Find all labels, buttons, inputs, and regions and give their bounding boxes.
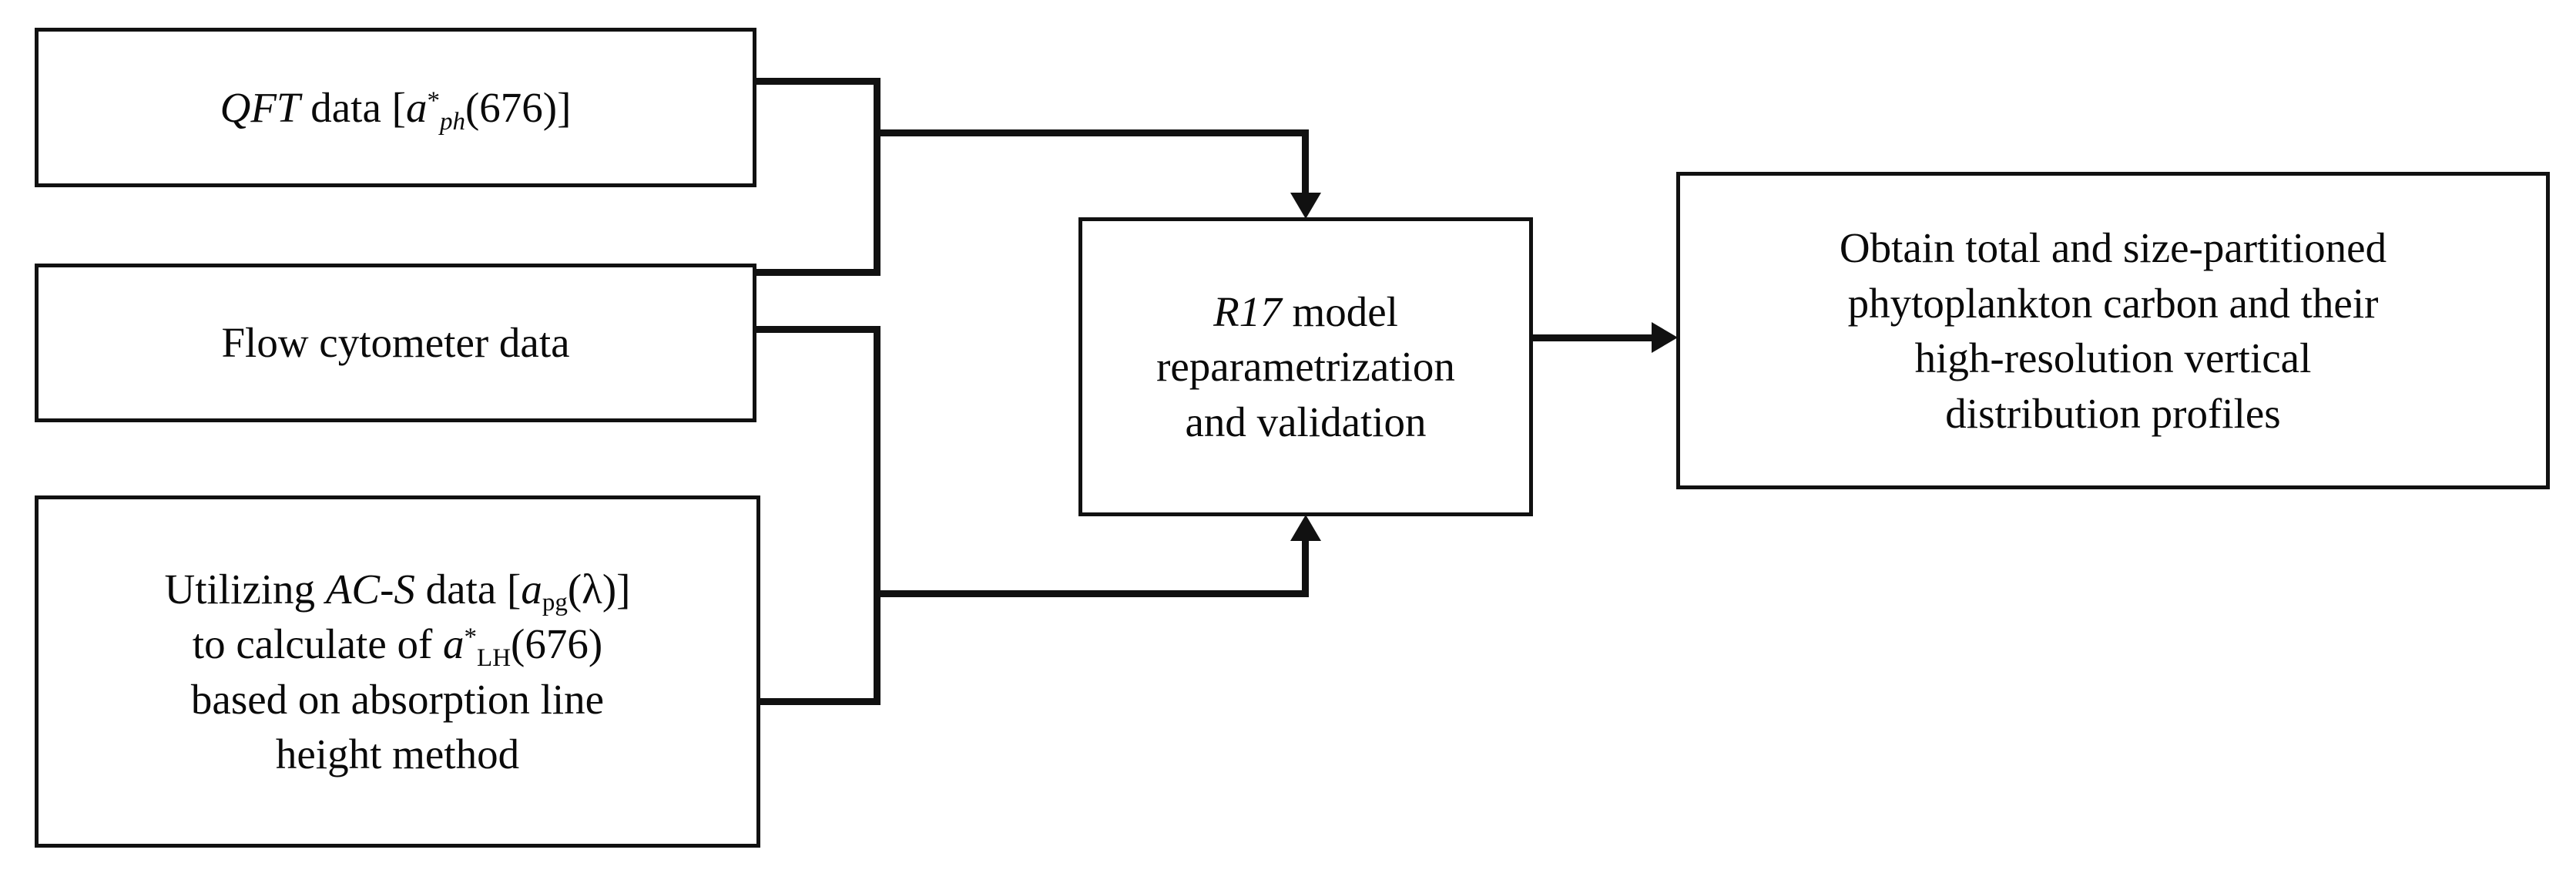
arrowhead-into-obtain-left: [1652, 322, 1678, 353]
acs-instrument-name: AC-S: [325, 565, 415, 613]
qft-acronym: QFT: [220, 83, 300, 131]
edge-acs-segment-vertical: [874, 590, 880, 704]
qft-data-word: data [: [300, 83, 406, 131]
edge-upper-bus-horizontal: [874, 129, 1309, 136]
acs-alh-base: a: [443, 620, 465, 667]
acs-pg-subscript: pg: [542, 589, 568, 617]
acs-apg-base: a: [521, 565, 542, 613]
acs-line3: based on absorption line: [190, 675, 605, 723]
edge-lower-bus-riser: [1302, 539, 1309, 593]
acs-lambda-tail: (λ)]: [567, 565, 631, 613]
edge-acs-segment-horizontal: [753, 698, 880, 705]
acs-line1-datatext: data [: [414, 565, 522, 613]
obtain-line2: phytoplankton carbon and their: [1847, 279, 2379, 327]
acs-line4: height method: [275, 731, 520, 778]
edge-flow-bottom-segment-horizontal: [753, 326, 880, 333]
obtain-carbon-profiles-box[interactable]: Obtain total and size-partitioned phytopl…: [1676, 172, 2550, 489]
acs-lh-subscript: LH: [477, 643, 512, 672]
acs-star-superscript: *: [464, 623, 478, 651]
edge-r17-to-obtain-horizontal: [1529, 334, 1656, 341]
obtain-line3: high-resolution vertical: [1914, 334, 2312, 381]
r17-model-box[interactable]: R17 model reparametrization and validation: [1078, 217, 1533, 516]
qft-ph-subscript: ph: [439, 107, 465, 136]
obtain-line4: distribution profiles: [1945, 389, 2281, 437]
flow-cytometer-data-box[interactable]: Flow cytometer data: [35, 264, 756, 422]
r17-line2: reparametrization: [1156, 343, 1455, 391]
acs-line1-prefix: Utilizing: [164, 565, 326, 613]
obtain-line1: Obtain total and size-partitioned: [1839, 224, 2387, 271]
edge-lower-bus-vertical: [874, 326, 880, 597]
r17-model-name: R17: [1213, 287, 1282, 335]
r17-line3: and validation: [1185, 398, 1427, 445]
acs-label: Utilizing AC-S data [apg(λ)]to calculate…: [39, 562, 756, 782]
qft-data-box[interactable]: QFT data [a*ph(676)]: [35, 28, 756, 187]
qft-data-label: QFT data [a*ph(676)]: [39, 80, 753, 136]
edge-lower-bus-horizontal: [874, 590, 1309, 597]
qft-wavelength-tail: (676)]: [465, 83, 572, 131]
qft-star-superscript: *: [427, 86, 440, 115]
edge-qft-segment-horizontal: [753, 78, 880, 85]
edge-qft-segment-vertical: [874, 78, 880, 139]
obtain-label: Obtain total and size-partitioned phytopl…: [1680, 220, 2546, 441]
arrowhead-into-r17-bottom: [1290, 515, 1321, 541]
acs-line2-tail: (676): [511, 620, 603, 667]
edge-upper-bus-dropline: [1302, 129, 1309, 200]
edge-flow-top-segment-vertical: [874, 133, 880, 276]
qft-a-symbol: a: [405, 83, 428, 131]
acs-line2-prefix: to calculate of: [192, 620, 444, 667]
flow-cytometer-label: Flow cytometer data: [221, 319, 570, 367]
acs-absorption-line-height-box[interactable]: Utilizing AC-S data [apg(λ)]to calculate…: [35, 495, 760, 848]
edge-flow-top-segment-horizontal: [753, 269, 880, 276]
arrowhead-into-r17-top: [1290, 193, 1321, 219]
r17-line1-rest: model: [1281, 287, 1398, 335]
r17-model-label: R17 model reparametrization and validation: [1082, 284, 1529, 450]
